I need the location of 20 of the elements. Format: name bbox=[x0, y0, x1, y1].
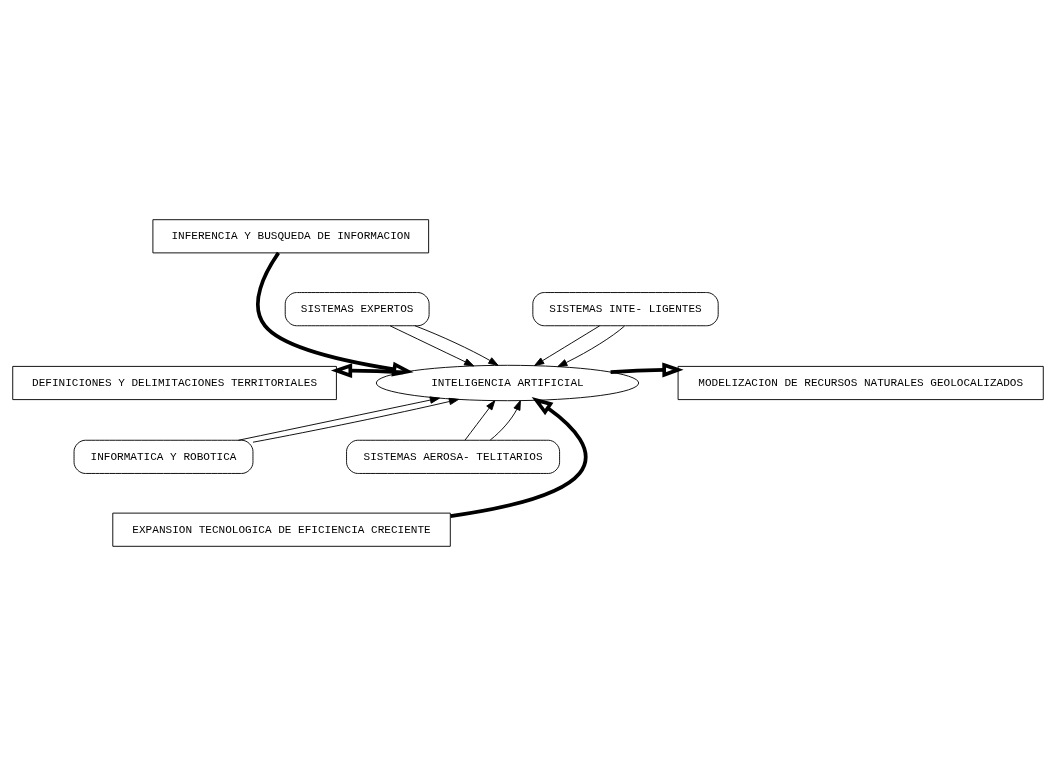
arrow bbox=[252, 397, 460, 443]
arrow bbox=[610, 362, 684, 378]
arrow bbox=[330, 363, 404, 379]
node-box: INFORMATICA Y ROBOTICA bbox=[73, 439, 254, 474]
node-box: MODELIZACION DE RECURSOS NATURALES GEOLOCALIZADOS bbox=[677, 365, 1044, 401]
arrow bbox=[557, 325, 625, 368]
arrow bbox=[238, 396, 440, 441]
node-box: SISTEMAS EXPERTOS bbox=[284, 292, 430, 327]
arrow bbox=[414, 325, 499, 366]
node-box: INFERENCIA Y BUSQUEDA DE INFORMACION bbox=[152, 219, 430, 254]
arrow bbox=[534, 325, 601, 366]
arrow bbox=[489, 400, 521, 441]
node-box: SISTEMAS INTE- LIGENTES bbox=[532, 292, 719, 327]
arrow bbox=[450, 397, 588, 518]
node-box: EXPANSION TECNOLOGICA DE EFICIENCIA CRECIENTE bbox=[112, 512, 451, 547]
arrow bbox=[389, 325, 475, 367]
node-box: DEFINICIONES Y DELIMITACIONES TERRITORIALES bbox=[12, 365, 337, 401]
node-box: SISTEMAS AEROSA- TELITARIOS bbox=[346, 439, 561, 474]
arrow bbox=[256, 251, 414, 377]
arrow bbox=[464, 400, 496, 441]
